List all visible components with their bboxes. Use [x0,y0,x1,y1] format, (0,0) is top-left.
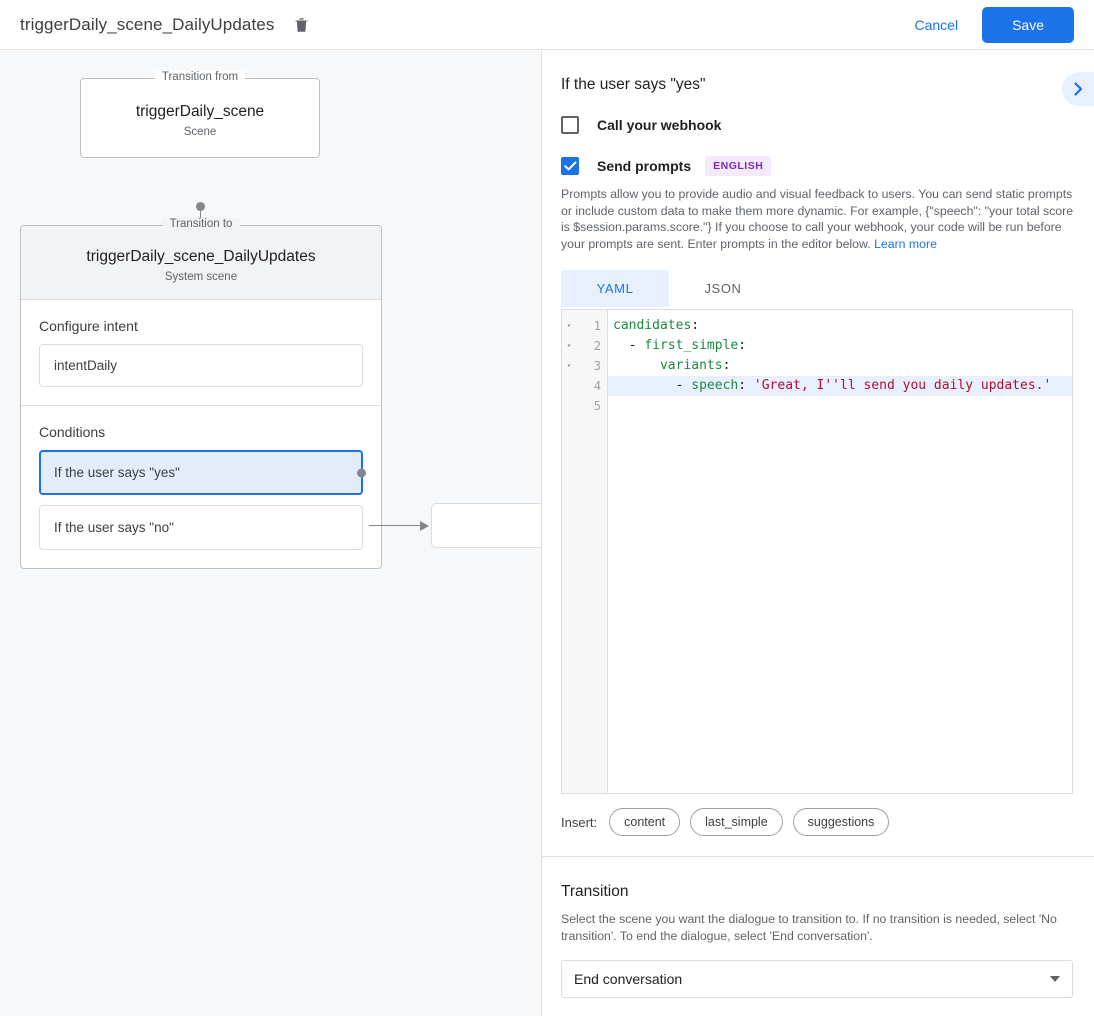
horizontal-connector-line [369,525,421,526]
webhook-checkbox-row[interactable]: Call your webhook [561,116,1075,134]
send-prompts-checkbox-row[interactable]: Send prompts ENGLISH [561,156,1075,176]
condition-item-yes[interactable]: If the user says "yes" [39,450,366,495]
cancel-button[interactable]: Cancel [898,8,974,42]
transition-section: Transition Select the scene you want the… [542,857,1094,998]
code-token: speech [691,378,739,393]
insert-chip-last-simple[interactable]: last_simple [690,808,783,836]
editor-code-area[interactable]: candidates: - first_simple: variants: - … [608,310,1072,793]
transition-to-node[interactable]: Transition to triggerDaily_scene_DailyUp… [20,218,382,569]
delete-button[interactable] [288,12,314,38]
trash-icon [295,18,308,32]
insert-row: Insert: content last_simple suggestions [561,808,1075,836]
editor-line-number: 3 [593,359,601,373]
editor-gutter-line: ▾2 [562,336,607,356]
send-prompts-checkbox[interactable] [561,157,579,175]
editor-line-number: 4 [593,379,601,393]
editor-code-line: - first_simple: [608,336,1072,356]
check-icon [563,161,576,171]
code-token: candidates [613,318,692,333]
connector-dot [196,202,205,211]
fold-toggle-icon[interactable]: ▾ [566,361,572,370]
section-divider [542,856,1094,857]
top-bar-actions: Cancel Save [898,6,1074,43]
code-token: : [738,338,747,353]
horizontal-connector [369,520,429,531]
transition-description: Select the scene you want the dialogue t… [561,912,1057,943]
transition-to-title: triggerDaily_scene_DailyUpdates [86,248,316,265]
fold-toggle-icon[interactable]: ▾ [566,321,572,330]
insert-chip-suggestions[interactable]: suggestions [792,808,890,836]
transition-select[interactable]: End conversation [561,960,1073,998]
code-token [613,358,660,373]
conditions-label: Conditions [39,424,106,440]
flow-canvas[interactable]: Transition from triggerDaily_scene Scene… [0,50,541,1016]
insert-chip-content[interactable]: content [609,808,681,836]
transition-from-title: triggerDaily_scene [135,103,265,120]
tab-yaml[interactable]: YAML [561,270,669,307]
editor-gutter-line: ▾3 [562,356,607,376]
condition-output-dot[interactable] [357,468,366,477]
configure-intent-section: Configure intent intentDaily [21,300,381,405]
code-token: : [722,358,731,373]
editor-gutter-line: 4 [562,376,607,396]
transition-from-node[interactable]: Transition from triggerDaily_scene Scene [80,71,320,158]
chevron-right-icon [1073,82,1082,96]
condition-item-yes-label: If the user says "yes" [54,465,180,480]
code-token: : [738,378,754,393]
transition-from-legend: Transition from [154,71,246,83]
editor-gutter-line: ▾1 [562,316,607,336]
language-badge: ENGLISH [705,156,772,176]
editor-code-line [608,396,1072,416]
page-title: triggerDaily_scene_DailyUpdates [20,14,275,34]
editor-line-number: 5 [593,399,601,413]
code-token: - [613,378,692,393]
transition-to-legend: Transition to [162,218,240,230]
fold-toggle-icon[interactable]: ▾ [566,341,572,350]
transition-select-value: End conversation [574,971,683,987]
panel-divider [541,50,542,1016]
insert-label: Insert: [561,814,598,830]
configure-intent-label: Configure intent [39,318,138,334]
panel-heading-row: If the user says "yes" [561,76,1075,94]
tab-json[interactable]: JSON [704,281,742,296]
chevron-down-icon [1050,976,1060,982]
editor-line-number: 1 [593,319,601,333]
format-tabs: YAML JSON [561,270,1075,307]
details-panel: If the user says "yes" Call your webhook… [542,50,1094,1016]
panel-heading: If the user says "yes" [561,76,706,93]
editor-code-line: variants: [608,356,1072,376]
transition-to-subtitle: System scene [164,271,238,283]
save-button[interactable]: Save [982,6,1074,43]
prompts-description: Prompts allow you to provide audio and v… [561,186,1075,252]
condition-item-no[interactable]: If the user says "no" [39,505,363,550]
code-token: : [691,318,700,333]
editor-code-line: candidates: [608,316,1072,336]
transition-heading: Transition [561,883,629,900]
code-token: first_simple [644,338,739,353]
editor-line-number: 2 [593,339,601,353]
intent-field[interactable]: intentDaily [39,344,363,387]
conditions-section: Conditions If the user says "yes" If the… [21,405,381,568]
prompts-description-text: Prompts allow you to provide audio and v… [561,187,1074,251]
code-token: 'Great, I''ll send you daily updates.' [753,378,1052,393]
webhook-label: Call your webhook [597,117,722,133]
editor-code-line: - speech: 'Great, I''ll send you daily u… [608,376,1072,396]
transition-to-header: Transition to triggerDaily_scene_DailyUp… [21,218,381,300]
code-token: variants [659,358,723,373]
horizontal-connector-arrow-icon [420,520,429,531]
send-prompts-label: Send prompts [597,158,692,174]
condition-item-no-label: If the user says "no" [54,520,174,535]
target-node[interactable] [431,503,541,548]
webhook-checkbox[interactable] [561,116,579,134]
top-bar: triggerDaily_scene_DailyUpdates Cancel S… [0,0,1094,50]
learn-more-link[interactable]: Learn more [874,236,937,251]
code-token: - [613,338,645,353]
editor-gutter-line: 5 [562,396,607,416]
prompts-section: If the user says "yes" Call your webhook… [542,50,1094,857]
transition-from-subtitle: Scene [183,126,217,138]
collapse-panel-button[interactable] [1062,72,1094,106]
